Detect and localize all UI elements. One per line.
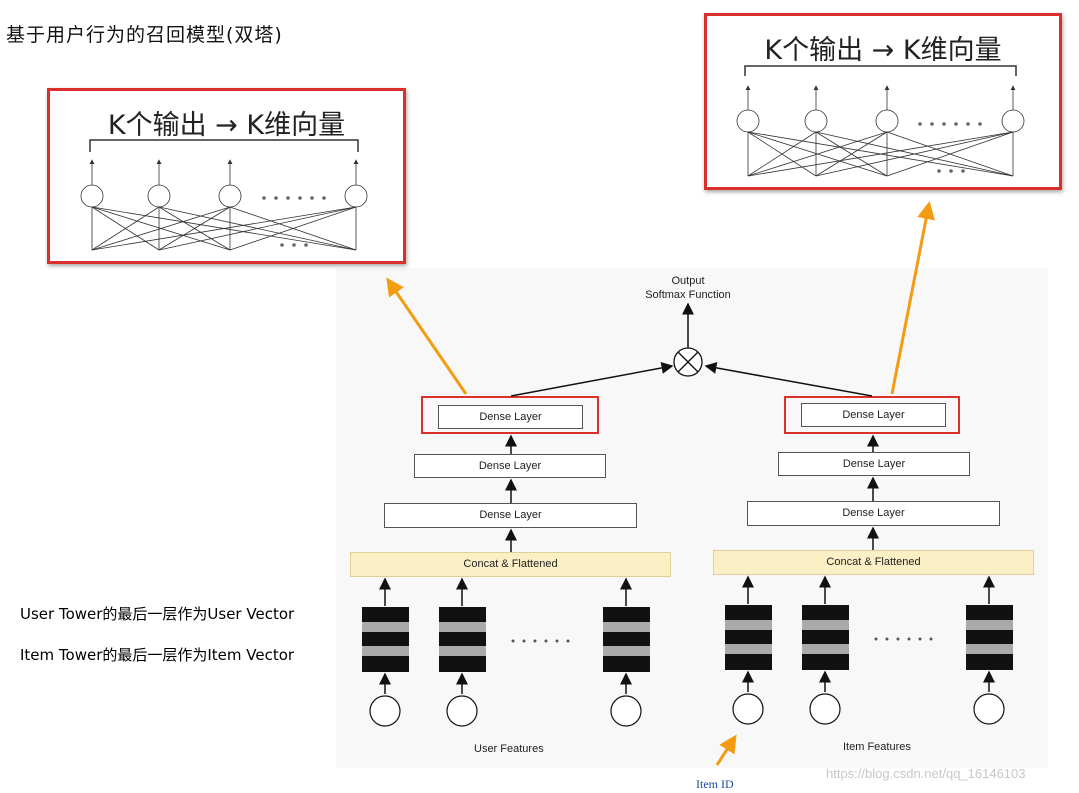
item-dense-layer-mid: Dense Layer xyxy=(778,452,970,476)
softmax-label: Softmax Function xyxy=(645,289,731,301)
user-embedding-block-3 xyxy=(603,607,650,672)
user-embedding-block-1 xyxy=(362,607,409,672)
watermark: https://blog.csdn.net/qq_16146103 xyxy=(826,766,1026,781)
user-dense-layer-mid: Dense Layer xyxy=(414,454,606,478)
user-embedding-dots xyxy=(511,639,570,643)
orange-arrows xyxy=(386,201,935,766)
item-embedding-block-2 xyxy=(802,605,849,670)
item-dense-top-highlight xyxy=(784,396,960,434)
right-panel-dots xyxy=(918,122,982,173)
left-panel-title: K个输出 → K维向量 xyxy=(107,110,346,141)
user-features-label: User Features xyxy=(474,743,544,755)
user-dense-layer-top: Dense Layer xyxy=(438,405,583,429)
item-embedding-block-3 xyxy=(966,605,1013,670)
tower-to-output-arrows xyxy=(510,361,873,397)
item-tower-note: Item Tower的最后一层作为Item Vector xyxy=(20,646,295,664)
user-dense-top-highlight xyxy=(421,396,599,434)
output-label: Output xyxy=(671,275,705,287)
item-concat-layer: Concat & Flattened xyxy=(713,550,1034,575)
item-features-label: Item Features xyxy=(843,741,911,753)
user-tower-note: User Tower的最后一层作为User Vector xyxy=(20,605,295,623)
item-embedding-dots xyxy=(874,637,933,641)
item-id-label: Item ID xyxy=(696,777,734,791)
user-embedding-blocks xyxy=(362,607,650,672)
item-dense-layer-bottom: Dense Layer xyxy=(747,501,1000,526)
user-concat-layer: Concat & Flattened xyxy=(350,552,671,577)
user-embedding-block-2 xyxy=(439,607,486,672)
user-dense-layer-bottom: Dense Layer xyxy=(384,503,637,528)
right-panel-title: K个输出 → K维向量 xyxy=(764,35,1002,66)
item-embedding-blocks xyxy=(725,605,1013,670)
item-dense-layer-top: Dense Layer xyxy=(801,403,946,427)
right-panel-network xyxy=(736,65,1025,177)
dot-product-node xyxy=(673,347,703,377)
item-embedding-block-1 xyxy=(725,605,772,670)
user-feature-nodes xyxy=(369,695,642,727)
item-tower-arrows xyxy=(742,434,995,692)
user-tower-arrows xyxy=(379,434,632,694)
left-panel-dots xyxy=(262,196,326,247)
right-output-panel: K个输出 → K维向量 xyxy=(704,13,1062,190)
left-panel-network xyxy=(80,139,368,251)
item-feature-nodes xyxy=(732,693,1005,725)
left-output-panel: K个输出 → K维向量 xyxy=(47,88,406,264)
page-title: 基于用户行为的召回模型(双塔) xyxy=(6,24,283,46)
